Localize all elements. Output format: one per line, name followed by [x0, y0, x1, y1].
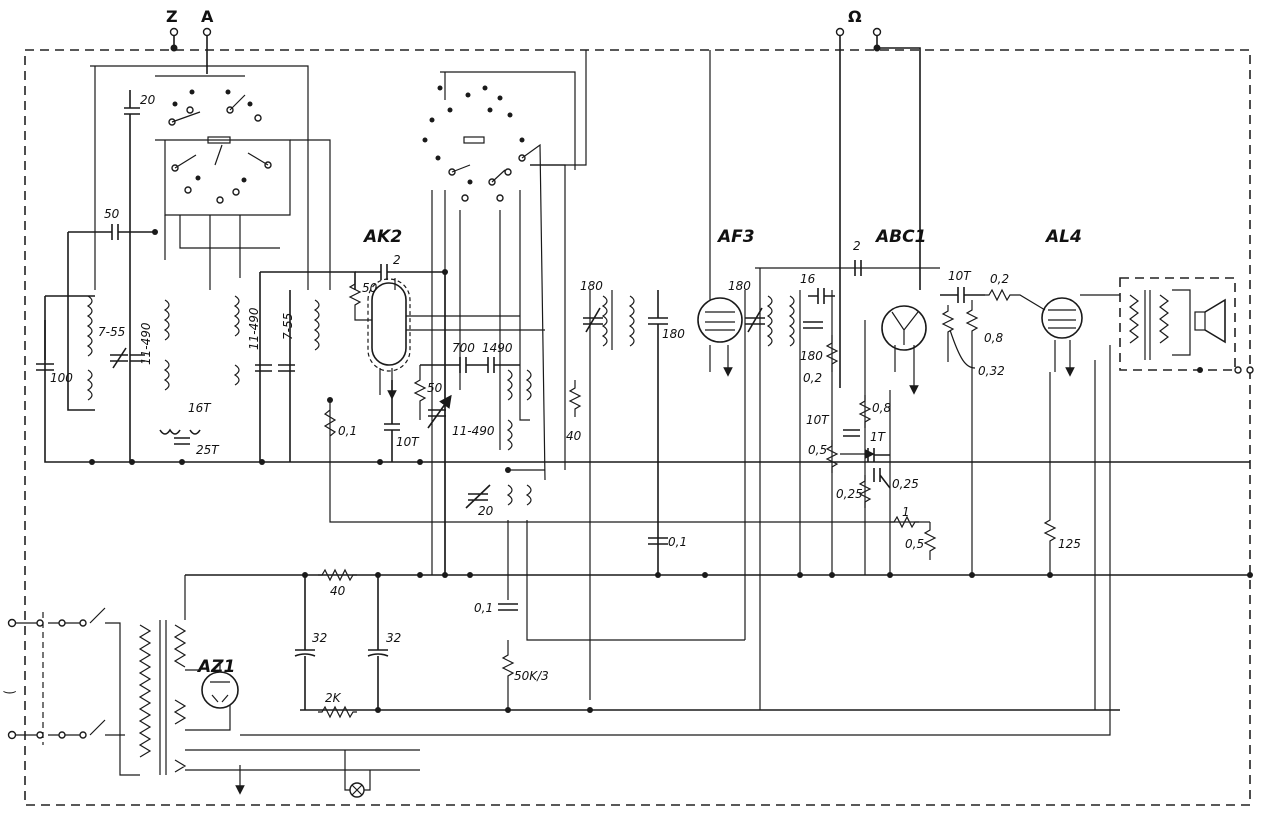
label-r-0-25-a: 0,25: [836, 487, 863, 501]
label-r-50-ak2: 50: [362, 281, 378, 295]
label-trim-20: 20: [478, 504, 494, 518]
label-c-100: 100: [50, 371, 73, 385]
label-r-0-8: 0,8: [872, 401, 891, 415]
abc1-section: ABC1 2 16 180 0,2 0,8 10T 0,5 1T 0,25 0,…: [799, 227, 937, 578]
tube-abc1-label[interactable]: ABC1: [874, 227, 926, 247]
label-r-1: 1: [902, 505, 910, 519]
label-coil-25t: 25T: [196, 443, 220, 457]
label-r-40-supply: 40: [330, 584, 346, 598]
label-r-0-32: 0,32: [978, 364, 1005, 378]
label-c-180-if1: 180: [580, 279, 603, 293]
tube-af3-label[interactable]: AF3: [716, 227, 755, 247]
label-r-0-2-det: 0,2: [803, 371, 822, 385]
label-r-125: 125: [1058, 537, 1081, 551]
ak2-section: AK2 2 50 50 10T 700 1490 11-490 20 40: [348, 227, 745, 641]
label-r-0-1-left: 0,1: [338, 424, 357, 438]
label-r-0-5-b: 0,5: [905, 537, 924, 551]
label-var-11-490-mid: 11-490: [247, 307, 261, 350]
chassis-outline: [24, 49, 1251, 806]
label-c-10t-ak2: 10T: [396, 435, 420, 449]
label-r-40-osc: 40: [566, 429, 582, 443]
label-c-1t: 1T: [870, 430, 887, 444]
label-c-180-if2: 180: [728, 279, 751, 293]
label-c-10t-al4: 10T: [948, 269, 972, 283]
label-var-11-490-left: 11-490: [139, 322, 153, 365]
tube-az1-label[interactable]: AZ1: [196, 657, 235, 677]
label-r-0-25-b: 0,25: [892, 477, 919, 491]
band-switch-osc: [422, 50, 587, 575]
label-c-180-if1b: 180: [662, 327, 685, 341]
label-c-0-1-bottom: 0,1: [474, 601, 493, 615]
if-transformer-1: 180 180 0,1: [580, 279, 687, 700]
antenna-terminals: Z A Ω: [166, 7, 921, 388]
label-c-2-abc1: 2: [853, 239, 861, 253]
terminal-z-label: Z: [166, 7, 178, 26]
tube-al4-label[interactable]: AL4: [1044, 227, 1082, 247]
label-r-0-2-al4: 0,2: [990, 272, 1009, 286]
label-r-50-grid: 50: [427, 381, 443, 395]
label-r-0-8-al4: 0,8: [984, 331, 1003, 345]
label-r-50k3: 50K/3: [514, 669, 549, 683]
label-c-16: 16: [800, 272, 816, 286]
label-var-11-490-osc: 11-490: [452, 424, 495, 438]
label-c-32-b: 32: [386, 631, 401, 645]
terminal-loop-label: Ω: [848, 7, 862, 26]
speaker-icon: [1204, 298, 1226, 344]
label-c-10t-vol: 10T: [806, 413, 830, 427]
power-supply: AZ1 40 32 32 2K 0,1 50K/3 ‿: [3, 568, 549, 798]
label-trim-7-55-mid: 7-55: [281, 313, 295, 340]
label-c-50: 50: [104, 207, 120, 221]
band-switch-left: [90, 65, 331, 290]
label-trim-7-55-left: 7-55: [98, 325, 125, 339]
tube-ak2-label[interactable]: AK2: [362, 227, 402, 247]
label-coil-16t: 16T: [188, 401, 212, 415]
label-r-2k: 2K: [325, 691, 342, 705]
label-c-32-a: 32: [312, 631, 327, 645]
terminal-a-label: A: [201, 7, 214, 26]
label-pot-0-5: 0,5: [808, 443, 827, 457]
label-c-0-1-af3: 0,1: [668, 535, 687, 549]
label-c-700: 700: [452, 341, 475, 355]
label-c-2-ak2: 2: [393, 253, 401, 267]
al4-section: AL4 10T 0,2 0,8 0,32 125: [940, 227, 1083, 578]
label-c-180-det: 180: [800, 349, 823, 363]
mains-plug-icon: ‿: [3, 678, 16, 694]
af3-section: AF3 180: [697, 50, 940, 710]
label-c-20-top: 20: [140, 93, 156, 107]
label-c-1490: 1490: [482, 341, 513, 355]
speaker-unit: [240, 277, 1254, 736]
